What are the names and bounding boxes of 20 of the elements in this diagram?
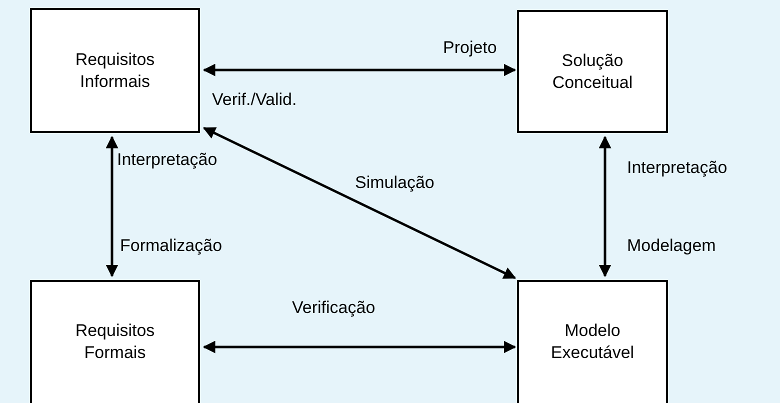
edge-label: Verificação [292, 298, 376, 318]
process-box [30, 280, 200, 403]
text-label: Modelagem [627, 236, 716, 256]
edge-label: Simulação [355, 173, 434, 193]
text-label: Formalização [120, 236, 222, 256]
box-label: Modelo Executável [550, 320, 636, 364]
process-box [30, 8, 200, 133]
edge-label: Interpretação [117, 150, 218, 170]
edge-label: Projeto [443, 38, 497, 58]
box-label: Solução Conceitual [551, 50, 634, 94]
edge-label: Interpretação [627, 158, 728, 178]
box-label: Requisitos Formais [74, 320, 156, 364]
double-arrow [202, 64, 516, 76]
process-box [517, 10, 668, 133]
process-box [517, 280, 668, 403]
double-arrow [202, 340, 516, 354]
double-arrow [202, 126, 516, 280]
double-arrow [598, 136, 612, 278]
box-label: Requisitos Informais [74, 48, 156, 92]
double-arrow [106, 136, 118, 278]
